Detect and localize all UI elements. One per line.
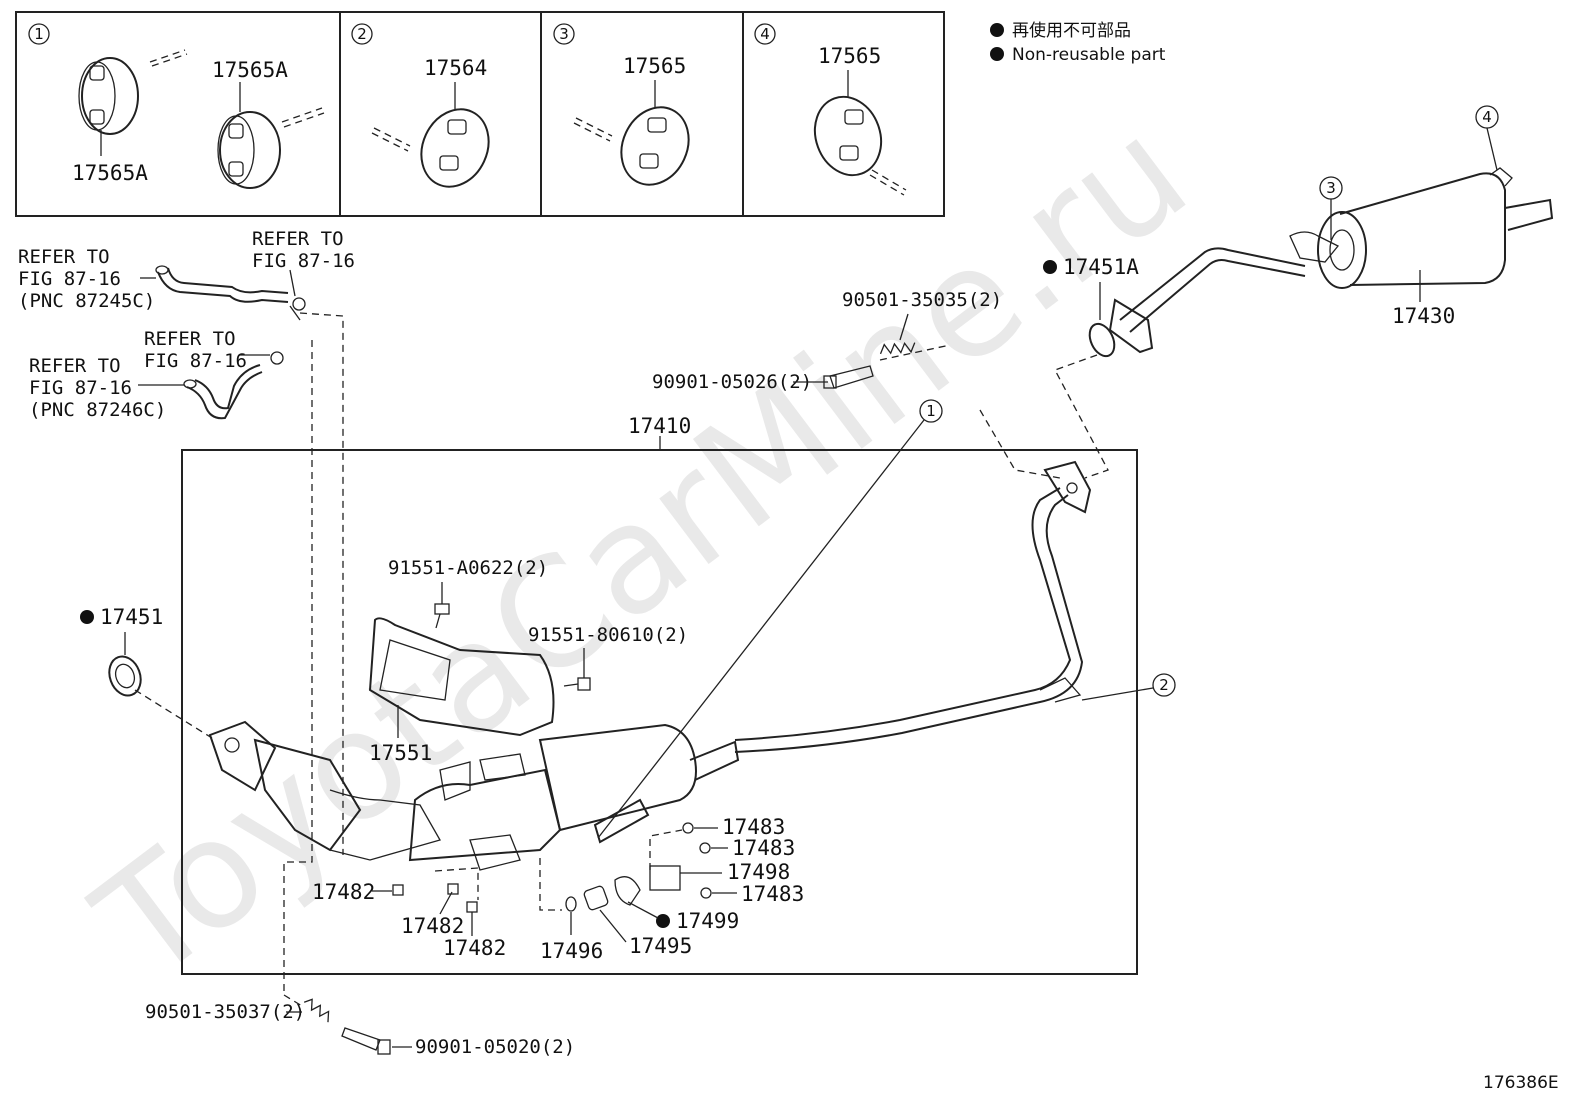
svg-text:3: 3: [1326, 179, 1336, 197]
bracket-17498-icon: [649, 865, 722, 891]
hanger-17565A-right-icon: [217, 111, 281, 189]
catalytic-converter-icon: [208, 617, 740, 871]
part-label-90901-05020[interactable]: 90901-05020(2): [415, 1036, 575, 1058]
hanger-17565-box3-icon: [620, 106, 690, 186]
tailpipe-icon: [1108, 247, 1306, 354]
svg-text:2: 2: [1159, 676, 1169, 694]
hanger-17565-box4-icon: [813, 95, 883, 177]
bolt-91551-80610-icon: [563, 677, 591, 691]
part-label-17451[interactable]: 17451: [100, 605, 163, 629]
svg-text:FIG 87-16: FIG 87-16: [252, 250, 355, 272]
svg-text:(PNC 87245C): (PNC 87245C): [18, 290, 155, 312]
non-reusable-bullet-icon: [656, 914, 670, 928]
refer-note-4[interactable]: REFER TO FIG 87-16 (PNC 87246C): [29, 355, 166, 421]
part-label-17410[interactable]: 17410: [628, 414, 691, 438]
hose-lower-icon: [183, 351, 284, 420]
spring-90501-35037-icon: [303, 998, 330, 1023]
part-label-17482-c[interactable]: 17482: [443, 936, 506, 960]
bolt-91551-A0622-icon: [434, 603, 450, 629]
washer-17496-icon: [565, 896, 577, 912]
gasket-17451-icon: [108, 655, 142, 697]
detail-box-4[interactable]: 4 17565: [754, 23, 907, 196]
svg-text:(PNC 87246C): (PNC 87246C): [29, 399, 166, 421]
refer-note-3[interactable]: REFER TO FIG 87-16: [144, 328, 247, 372]
part-label-17499[interactable]: 17499: [676, 909, 739, 933]
svg-text:4: 4: [1482, 108, 1492, 126]
hanger-17565A-left-icon: [78, 57, 139, 135]
part-label-17495[interactable]: 17495: [629, 934, 692, 958]
muffler-17430-icon: [1289, 167, 1554, 289]
non-reusable-bullet-icon: [990, 23, 1004, 37]
non-reusable-bullet-icon: [990, 47, 1004, 61]
bolt-17482-c-icon: [466, 901, 478, 913]
spring-90501-35035-icon: [879, 341, 916, 355]
svg-text:REFER TO: REFER TO: [144, 328, 236, 350]
part-label-17565-box4[interactable]: 17565: [818, 44, 881, 68]
detail-box-1[interactable]: 1 17565A 17565A: [28, 23, 325, 189]
part-label-91551-80610[interactable]: 91551-80610(2): [528, 624, 688, 646]
bolt-90901-05020-icon: [341, 1027, 391, 1055]
part-label-17565A-lower[interactable]: 17565A: [72, 161, 148, 185]
part-label-17498[interactable]: 17498: [727, 860, 790, 884]
refer-note-1[interactable]: REFER TO FIG 87-16 (PNC 87245C): [18, 246, 155, 312]
callout-1[interactable]: [919, 399, 943, 423]
plug-17495-icon: [583, 885, 609, 911]
part-label-17482-b[interactable]: 17482: [401, 914, 464, 938]
part-label-17482-a[interactable]: 17482: [312, 880, 375, 904]
bolt-90901-05026-icon: [823, 365, 874, 389]
non-reusable-bullet-icon: [80, 610, 94, 624]
detail-box-frame: [15, 11, 945, 217]
part-label-91551-A0622[interactable]: 91551-A0622(2): [388, 557, 548, 579]
callout-4[interactable]: [1475, 105, 1499, 129]
part-label-17483-b[interactable]: 17483: [732, 836, 795, 860]
hanger-17564-icon: [420, 108, 490, 188]
detail-box-number: 3: [559, 25, 569, 43]
bolt-17482-b-icon: [447, 883, 459, 895]
svg-text:REFER TO: REFER TO: [18, 246, 110, 268]
part-label-17564[interactable]: 17564: [424, 56, 487, 80]
detail-box-2[interactable]: 2 17564: [351, 23, 501, 198]
svg-text:FIG 87-16: FIG 87-16: [29, 377, 132, 399]
detail-box-number: 4: [760, 25, 770, 43]
bolt-17482-a-icon: [392, 884, 404, 896]
part-label-17496[interactable]: 17496: [540, 939, 603, 963]
part-label-90501-35037[interactable]: 90501-35037(2): [145, 1001, 305, 1023]
detail-box-3[interactable]: 3 17565: [553, 23, 701, 196]
part-label-17565-box3[interactable]: 17565: [623, 54, 686, 78]
legend-japanese: 再使用不可部品: [1012, 20, 1131, 41]
part-label-17483-a[interactable]: 17483: [722, 815, 785, 839]
detail-box-number: 2: [357, 25, 367, 43]
svg-text:REFER TO: REFER TO: [252, 228, 344, 250]
refer-note-2[interactable]: REFER TO FIG 87-16: [252, 228, 355, 272]
exhaust-pipe-assembly-17410: 17410: [181, 414, 1138, 975]
legend: 再使用不可部品 Non-reusable part: [990, 20, 1166, 65]
part-label-17483-c[interactable]: 17483: [741, 882, 804, 906]
figure-code: 176386E: [1483, 1073, 1559, 1093]
svg-text:FIG 87-16: FIG 87-16: [18, 268, 121, 290]
svg-text:1: 1: [926, 402, 936, 420]
assembly-frame: [181, 449, 1138, 975]
part-label-17565A-upper[interactable]: 17565A: [212, 58, 288, 82]
svg-text:REFER TO: REFER TO: [29, 355, 121, 377]
front-pipe-icon: [734, 460, 1092, 753]
svg-text:FIG 87-16: FIG 87-16: [144, 350, 247, 372]
gasket-17451A-icon: [1088, 322, 1116, 358]
part-label-17551[interactable]: 17551: [369, 741, 432, 765]
part-label-90501-35035[interactable]: 90501-35035(2): [842, 289, 1002, 311]
legend-english: Non-reusable part: [1012, 45, 1166, 65]
watermark: ToyotaCarMine.ru: [66, 86, 1218, 1014]
non-reusable-bullet-icon: [1043, 260, 1057, 274]
part-label-90901-05026[interactable]: 90901-05026(2): [652, 371, 812, 393]
hose-upper-icon: [155, 265, 306, 321]
part-label-17430[interactable]: 17430: [1392, 304, 1455, 328]
detail-box-number: 1: [34, 25, 44, 43]
gasket-17499-icon: [614, 876, 641, 906]
detail-boxes: 1 17565A 17565A 2: [15, 11, 945, 217]
callout-2[interactable]: [1152, 673, 1176, 697]
part-label-17451A[interactable]: 17451A: [1063, 255, 1139, 279]
